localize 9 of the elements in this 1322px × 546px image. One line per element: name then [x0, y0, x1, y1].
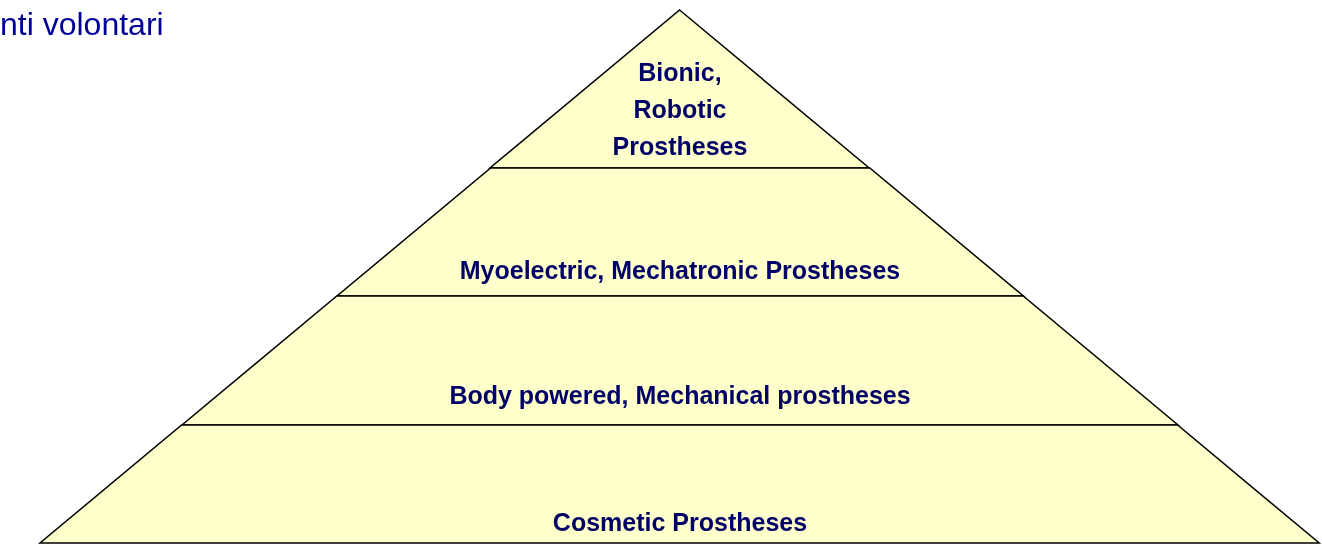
- level-label: Cosmetic Prostheses: [551, 507, 809, 538]
- level-label: Myoelectric, Mechatronic Prostheses: [458, 255, 902, 286]
- pyramid-level: [182, 296, 1178, 425]
- level-label: Body powered, Mechanical prostheses: [448, 380, 912, 411]
- pyramid-level: [40, 425, 1320, 543]
- heading-text: nti volontari: [0, 6, 164, 43]
- pyramid-level: [336, 168, 1024, 296]
- level-label: Bionic, Robotic Prostheses: [611, 57, 749, 162]
- pyramid-level: [490, 10, 870, 168]
